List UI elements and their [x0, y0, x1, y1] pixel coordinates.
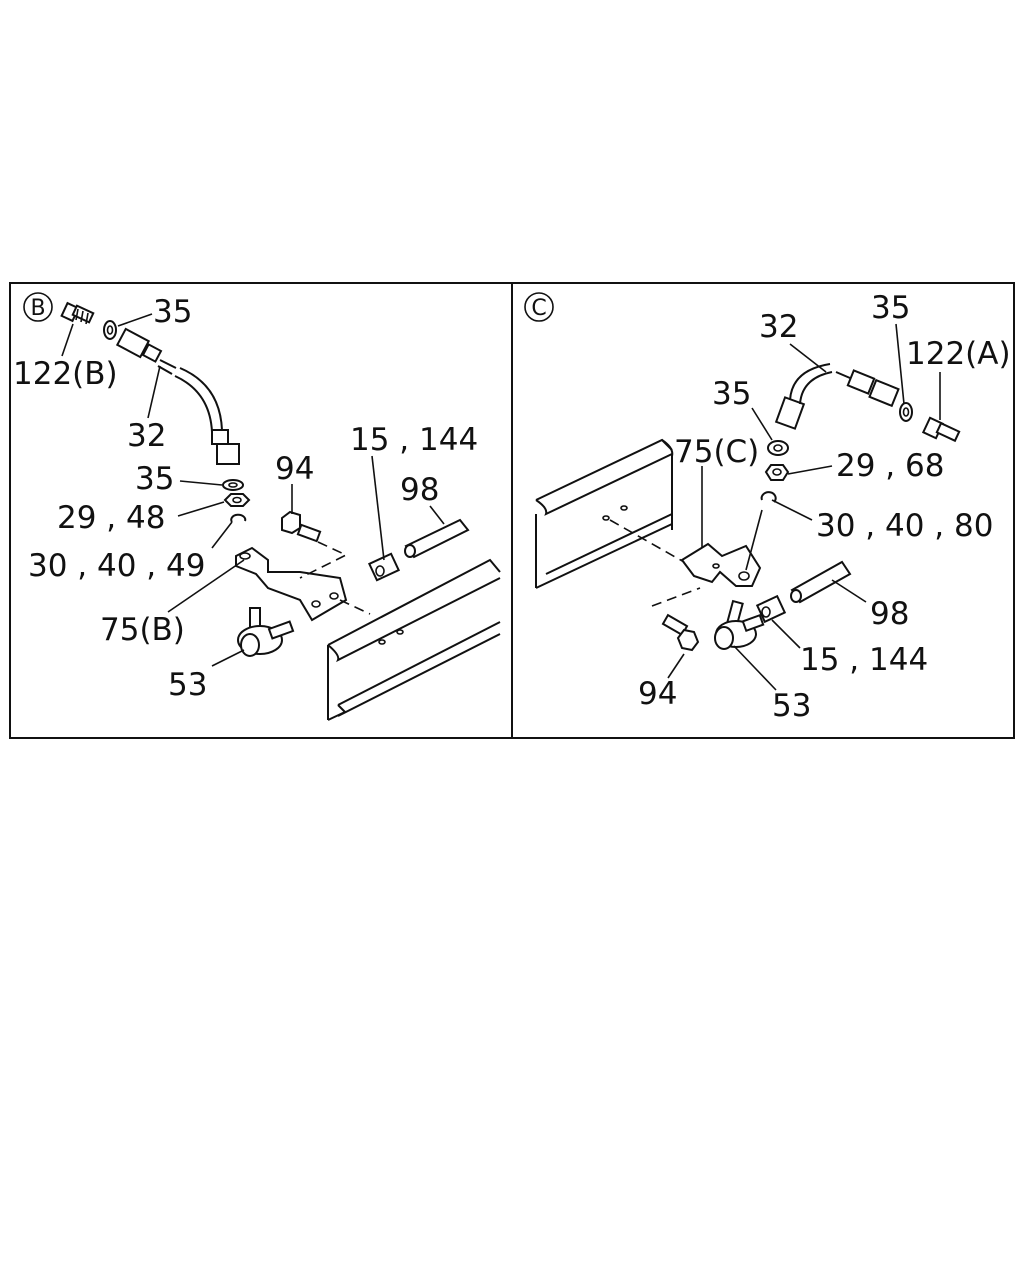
pipe-98-c-part [790, 560, 852, 604]
bolt-94-c-part [661, 613, 700, 652]
bracket-75c-part [680, 542, 762, 587]
bolt-122b-part [60, 301, 95, 325]
washer-35-part [103, 320, 117, 340]
tee-53-part [237, 607, 295, 657]
label-c-53: 53 [772, 688, 811, 724]
panel-b: B [13, 292, 501, 721]
nut-29-48-part [223, 493, 251, 507]
view-b-marker [23, 292, 53, 322]
lock-washer-c-part [760, 491, 777, 503]
label-75b: 75(B) [100, 612, 185, 648]
label-c-35-top: 35 [871, 290, 910, 326]
tee-53-c-part [714, 599, 765, 650]
label-94: 94 [275, 451, 314, 487]
label-15-144: 15 , 144 [350, 422, 478, 458]
label-c-94: 94 [638, 676, 677, 712]
frame-rail-c-part [535, 438, 674, 589]
washer-35-c-part [899, 402, 913, 422]
label-30-40-49: 30 , 40 , 49 [28, 548, 205, 584]
bracket-75b-part [235, 546, 348, 622]
label-c-30-40-80: 30 , 40 , 80 [816, 508, 993, 544]
label-98: 98 [400, 472, 439, 508]
panel-c: C [524, 290, 1011, 724]
label-35-lower: 35 [135, 461, 174, 497]
hose-32-c-part [774, 363, 900, 430]
label-c-15-144: 15 , 144 [800, 642, 928, 678]
label-c-98: 98 [870, 596, 909, 632]
nut-15-144-c-part [755, 594, 787, 624]
label-c-35-lower: 35 [712, 376, 751, 412]
label-29-48: 29 , 48 [57, 500, 165, 536]
label-122b: 122(B) [13, 356, 118, 392]
label-c-122a: 122(A) [906, 336, 1011, 372]
label-53: 53 [168, 667, 207, 703]
label-c-29-68: 29 , 68 [836, 448, 944, 484]
view-b-letter: B [30, 296, 45, 321]
frame-rail-part [327, 558, 501, 721]
label-35-top: 35 [153, 294, 192, 330]
label-32: 32 [127, 418, 166, 454]
nut-15-144-part [367, 552, 401, 582]
view-c-letter: C [531, 296, 546, 321]
label-c-75c: 75(C) [674, 434, 759, 470]
label-c-32: 32 [759, 309, 798, 345]
lock-washer-part [230, 513, 247, 523]
pipe-98-part [404, 518, 470, 559]
hose-32-part [115, 327, 240, 465]
bolt-94-part [281, 510, 322, 543]
view-c-marker [524, 292, 554, 322]
bolt-122a-part [921, 416, 961, 443]
nut-29-68-part [764, 464, 790, 481]
washer-35-lower-part [222, 479, 244, 491]
washer-35-c-lower-part [767, 440, 789, 456]
